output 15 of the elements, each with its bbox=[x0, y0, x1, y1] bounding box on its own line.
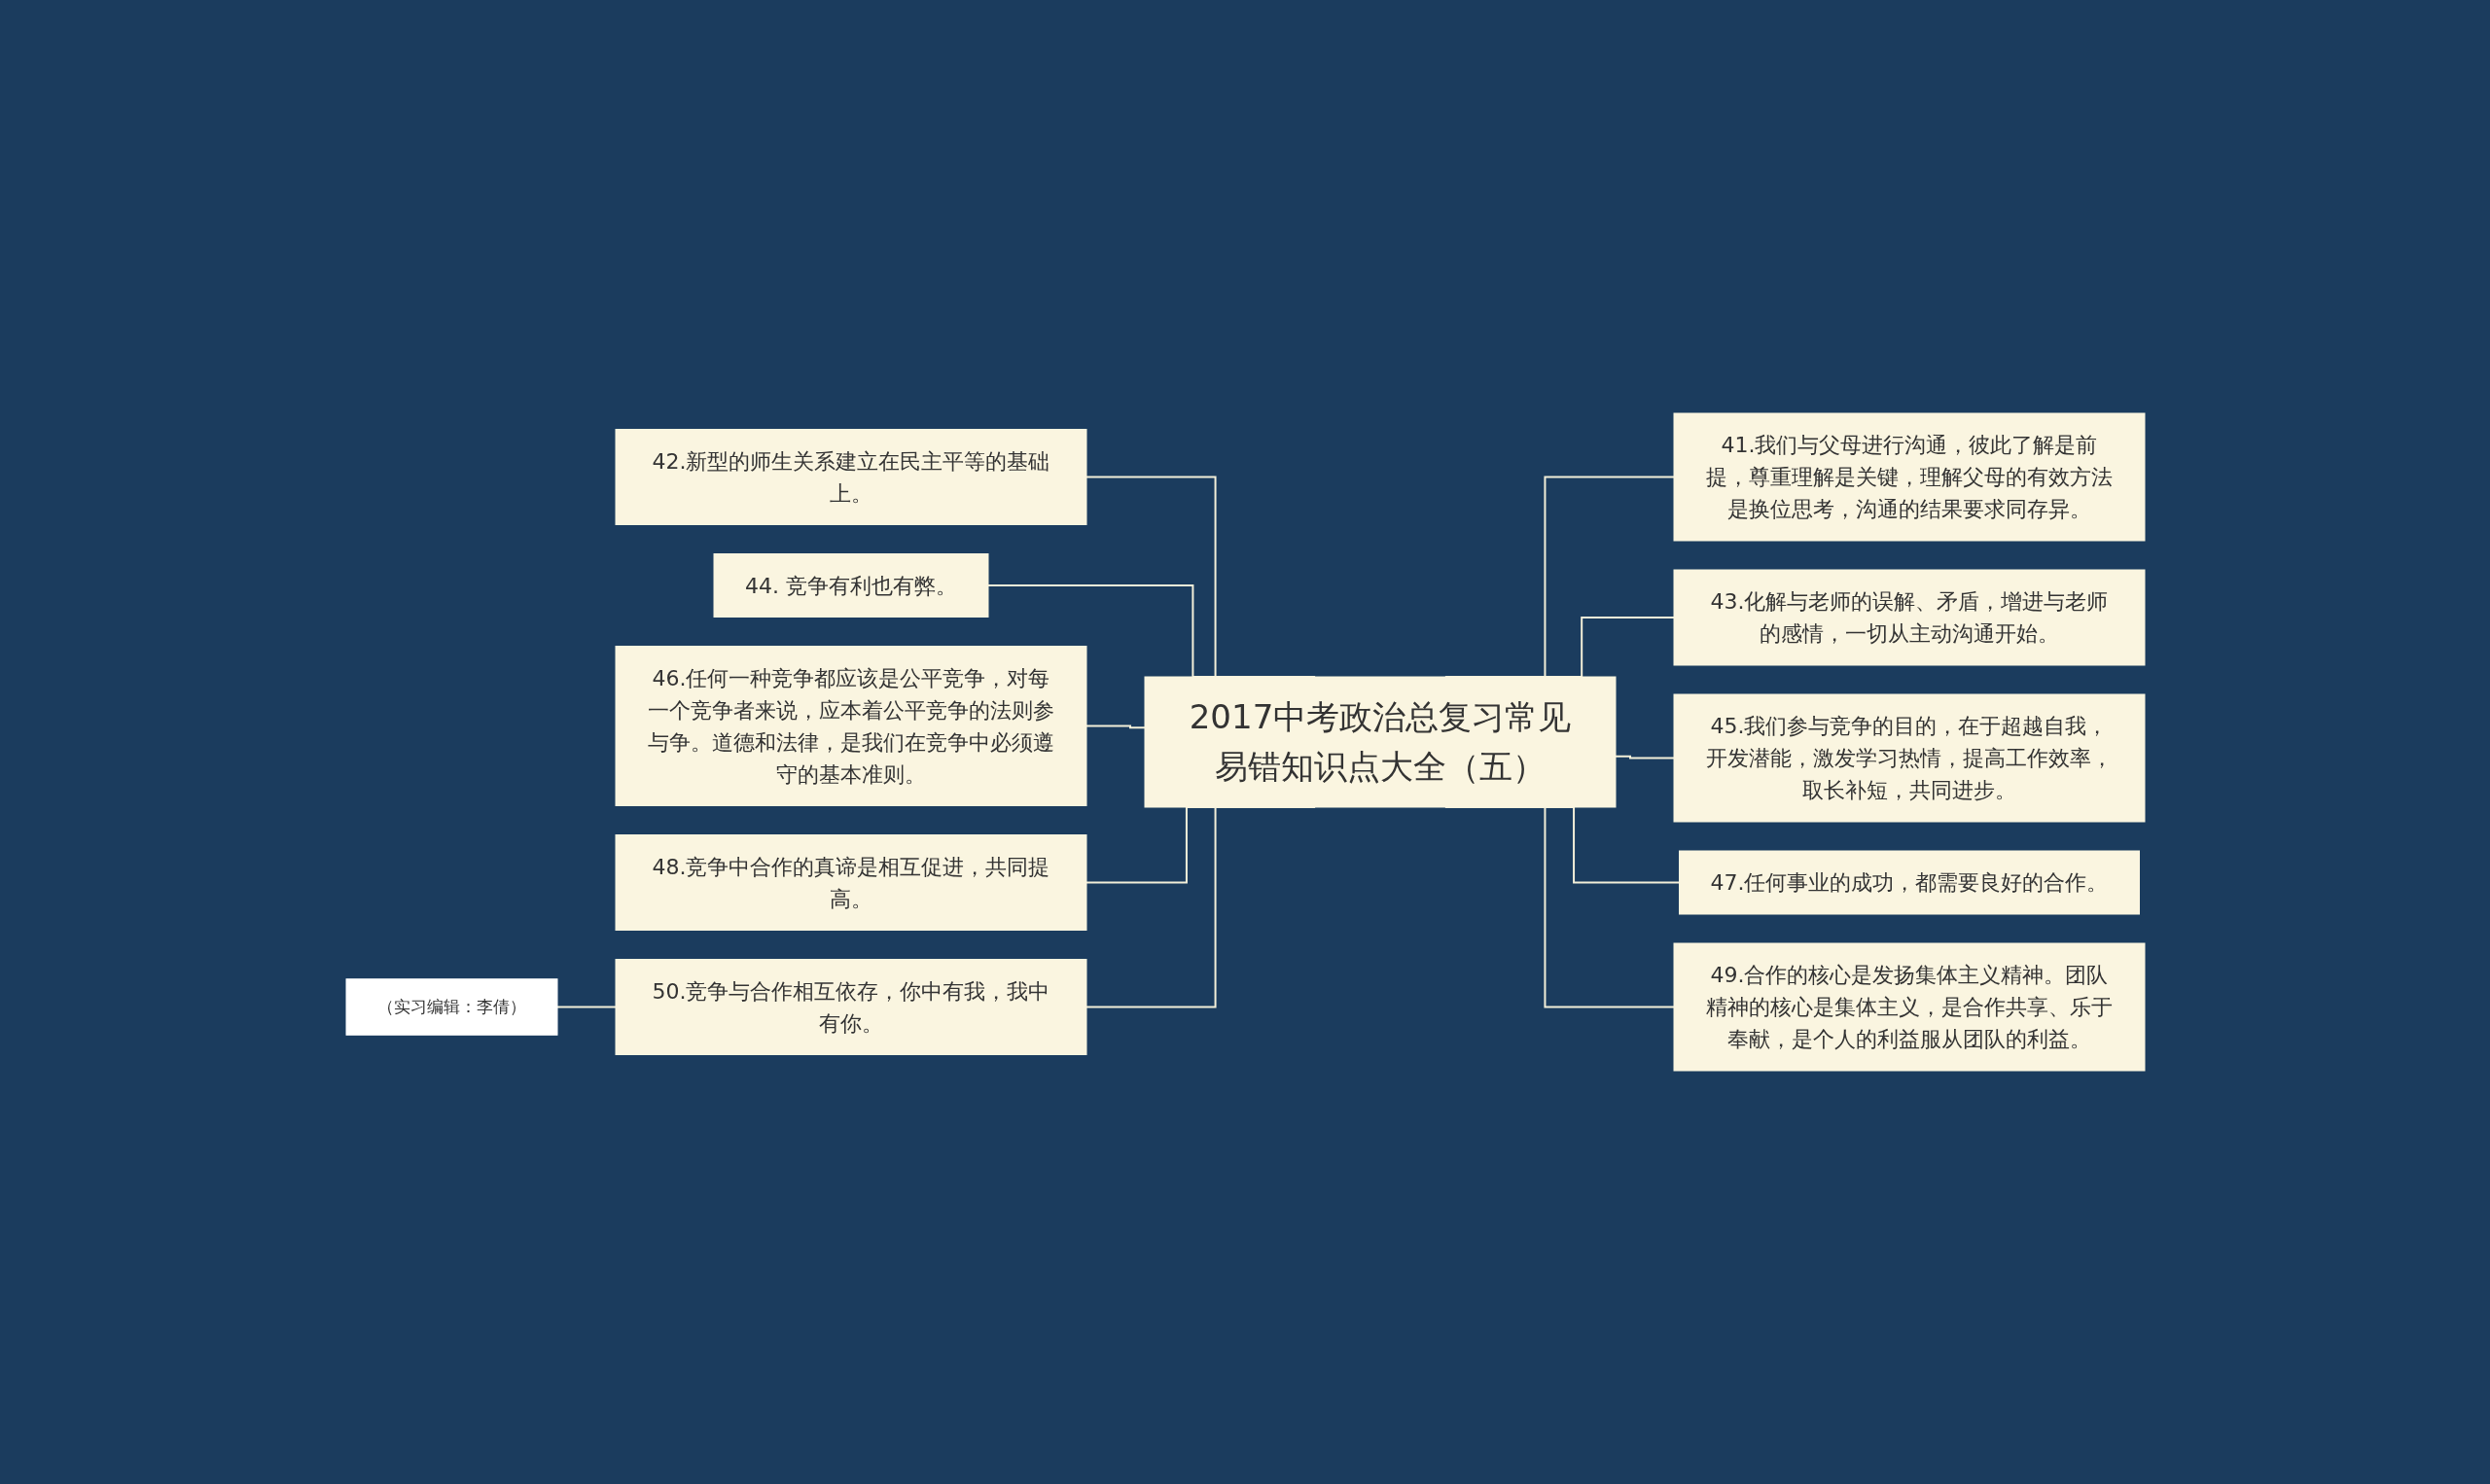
node-box: 46.任何一种竞争都应该是公平竞争，对每一个竞争者来说，应本着公平竞争的法则参与争。道德和法律，是我们在竞争中必须遵守的基本准则。 bbox=[615, 646, 1086, 806]
node-box: 48.竞争中合作的真谛是相互促进，共同提高。 bbox=[615, 834, 1086, 931]
node-box: 43.化解与老师的误解、矛盾，增进与老师的感情，一切从主动沟通开始。 bbox=[1673, 569, 2145, 666]
connector bbox=[1614, 755, 1675, 760]
node-box: 45.我们参与竞争的目的，在于超越自我，开发潜能，激发学习热情，提高工作效率，取长补短，共同进步。 bbox=[1673, 693, 2145, 823]
connector bbox=[1085, 724, 1146, 729]
node-box: 47.任何事业的成功，都需要良好的合作。 bbox=[1678, 850, 2140, 915]
node-box: 42.新型的师生关系建立在民主平等的基础上。 bbox=[615, 429, 1086, 525]
node-box: （实习编辑：李倩） bbox=[345, 978, 557, 1036]
node-box: 44. 竞争有利也有弊。 bbox=[713, 553, 988, 618]
node-box: 50.竞争与合作相互依存，你中有我，我中有你。 bbox=[615, 959, 1086, 1055]
connector bbox=[555, 1006, 617, 1008]
node-box: 49.合作的核心是发扬集体主义精神。团队精神的核心是集体主义，是合作共享、乐于奉献，是个人的利益服从团队的利益。 bbox=[1673, 942, 2145, 1072]
node-box: 41.我们与父母进行沟通，彼此了解是前提，尊重理解是关键，理解父母的有效方法是换位思考，沟通的结果要求同存异。 bbox=[1673, 412, 2145, 542]
node-box: 2017中考政治总复习常见易错知识点大全（五） bbox=[1144, 676, 1616, 808]
